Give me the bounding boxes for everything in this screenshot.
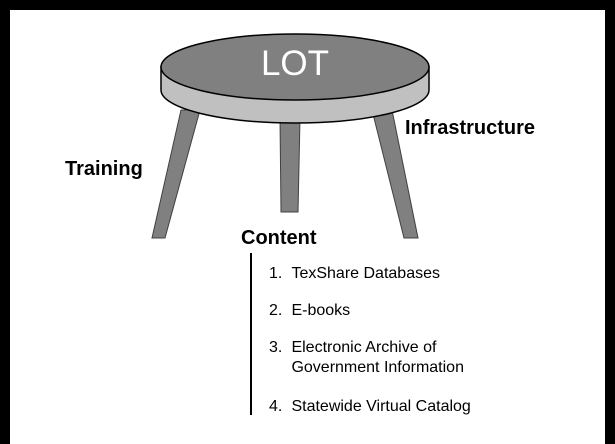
list-item-number: 1. xyxy=(269,265,283,282)
list-item-text: Statewide Virtual Catalog xyxy=(291,397,470,417)
list-item-number: 4. xyxy=(269,398,283,415)
list-item: 3. Electronic Archive of Government Info… xyxy=(269,338,464,378)
list-item: 2. E-books xyxy=(269,301,350,321)
seat-top xyxy=(160,33,430,101)
leg-label-training: Training xyxy=(65,158,143,180)
seat-label: LOT xyxy=(260,44,330,83)
list-item-text: Electronic Archive of Government Informa… xyxy=(291,338,464,378)
list-item: 1. TexShare Databases xyxy=(269,264,440,284)
list-item-line: Government Information xyxy=(291,359,464,376)
list-item-line: Statewide Virtual Catalog xyxy=(291,398,471,415)
center-leg xyxy=(279,117,301,213)
left-leg xyxy=(151,109,201,239)
list-item-line: E-books xyxy=(291,302,351,319)
list-item-text: E-books xyxy=(291,301,350,321)
list-item-number: 3. xyxy=(269,339,283,356)
list-item-text: TexShare Databases xyxy=(291,264,440,284)
leg-label-content: Content xyxy=(241,227,317,249)
list-item-line: Electronic Archive of xyxy=(291,339,437,356)
leg-label-infrastructure: Infrastructure xyxy=(405,117,536,139)
list-item: 4. Statewide Virtual Catalog xyxy=(269,397,471,417)
list-item-number: 2. xyxy=(269,302,283,319)
list-item-line: TexShare Databases xyxy=(291,265,440,282)
